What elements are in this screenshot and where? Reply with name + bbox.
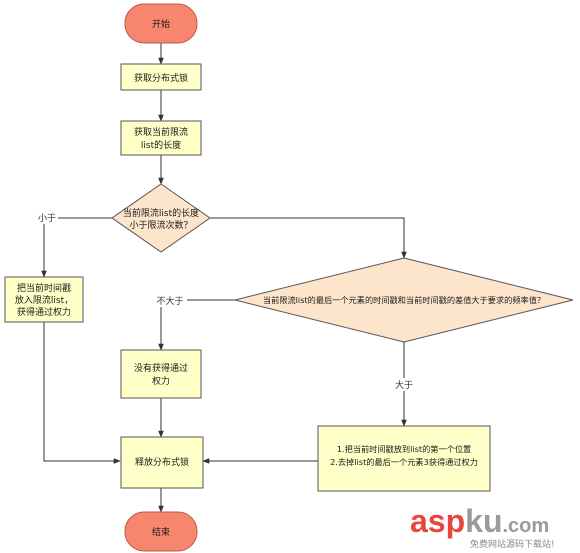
node-add-timestamp: 把当前时间戳 放入限流list， 获得通过权力 xyxy=(4,276,84,323)
edge-labels: 小于 不大于 大于 xyxy=(36,211,415,391)
check-length-shape xyxy=(111,183,211,253)
get-length-shape xyxy=(120,120,202,156)
start-shape xyxy=(124,3,198,44)
replace-timestamp-line2: 2.去掉list的最后一个元素3获得通过权力 xyxy=(330,457,478,467)
watermark-brand: aspku.com xyxy=(410,503,549,539)
replace-timestamp-shape xyxy=(317,425,491,492)
edge-add-to-release xyxy=(43,322,121,464)
node-acquire-lock: 获取分布式锁 xyxy=(120,63,202,91)
node-check-interval: 当前限流list的最后一个元素的时间戳和当前时间戳的差值大于要求的频率值？ xyxy=(234,257,574,343)
release-lock-label: 释放分布式锁 xyxy=(135,456,189,468)
watermark-brand-c: .com xyxy=(502,515,549,537)
add-timestamp-shape xyxy=(4,276,84,323)
no-permission-line1: 没有获得通过 xyxy=(134,362,188,374)
label-not-greater: 不大于 xyxy=(156,295,183,307)
node-start: 开始 xyxy=(124,3,198,44)
edge-check-else xyxy=(210,217,407,259)
check-length-line1: 当前限流list的长度 xyxy=(123,207,199,219)
node-check-length: 当前限流list的长度 小于限流次数？ xyxy=(111,183,211,253)
watermark: aspku.com 免费网站源码下载站! xyxy=(410,503,555,550)
no-permission-shape xyxy=(120,349,202,399)
label-greater: 大于 xyxy=(395,379,413,391)
node-get-length: 获取当前限流 list的长度 xyxy=(120,120,202,156)
check-length-line2: 小于限流次数？ xyxy=(129,219,192,231)
add-timestamp-line3: 获得通过权力 xyxy=(17,306,71,318)
get-length-line2: list的长度 xyxy=(141,139,181,151)
release-lock-shape xyxy=(120,436,204,489)
acquire-lock-shape xyxy=(120,63,202,91)
add-timestamp-line1: 把当前时间戳 xyxy=(17,282,71,294)
end-shape xyxy=(124,511,198,552)
watermark-tagline: 免费网站源码下载站! xyxy=(470,538,555,550)
label-less-than: 小于 xyxy=(38,213,56,224)
node-no-permission: 没有获得通过 权力 xyxy=(120,349,202,399)
watermark-brand-b: ku xyxy=(465,503,502,539)
acquire-lock-label: 获取分布式锁 xyxy=(134,72,188,84)
edge-interval-not-greater xyxy=(158,299,235,351)
check-interval-shape xyxy=(234,257,574,343)
edge-check-less-than xyxy=(41,217,112,278)
check-interval-label: 当前限流list的最后一个元素的时间戳和当前时间戳的差值大于要求的频率值？ xyxy=(263,295,545,305)
node-end: 结束 xyxy=(124,511,198,552)
start-label: 开始 xyxy=(152,18,170,30)
node-release-lock: 释放分布式锁 xyxy=(120,436,204,489)
node-replace-timestamp: 1.把当前时间戳放到list的第一个位置 2.去掉list的最后一个元素3获得通… xyxy=(317,425,491,492)
add-timestamp-line2: 放入限流list， xyxy=(15,294,73,306)
no-permission-line2: 权力 xyxy=(152,375,170,387)
end-label: 结束 xyxy=(152,526,170,538)
replace-timestamp-line1: 1.把当前时间戳放到list的第一个位置 xyxy=(337,444,471,454)
get-length-line1: 获取当前限流 xyxy=(134,126,188,138)
watermark-brand-a: asp xyxy=(410,503,465,539)
